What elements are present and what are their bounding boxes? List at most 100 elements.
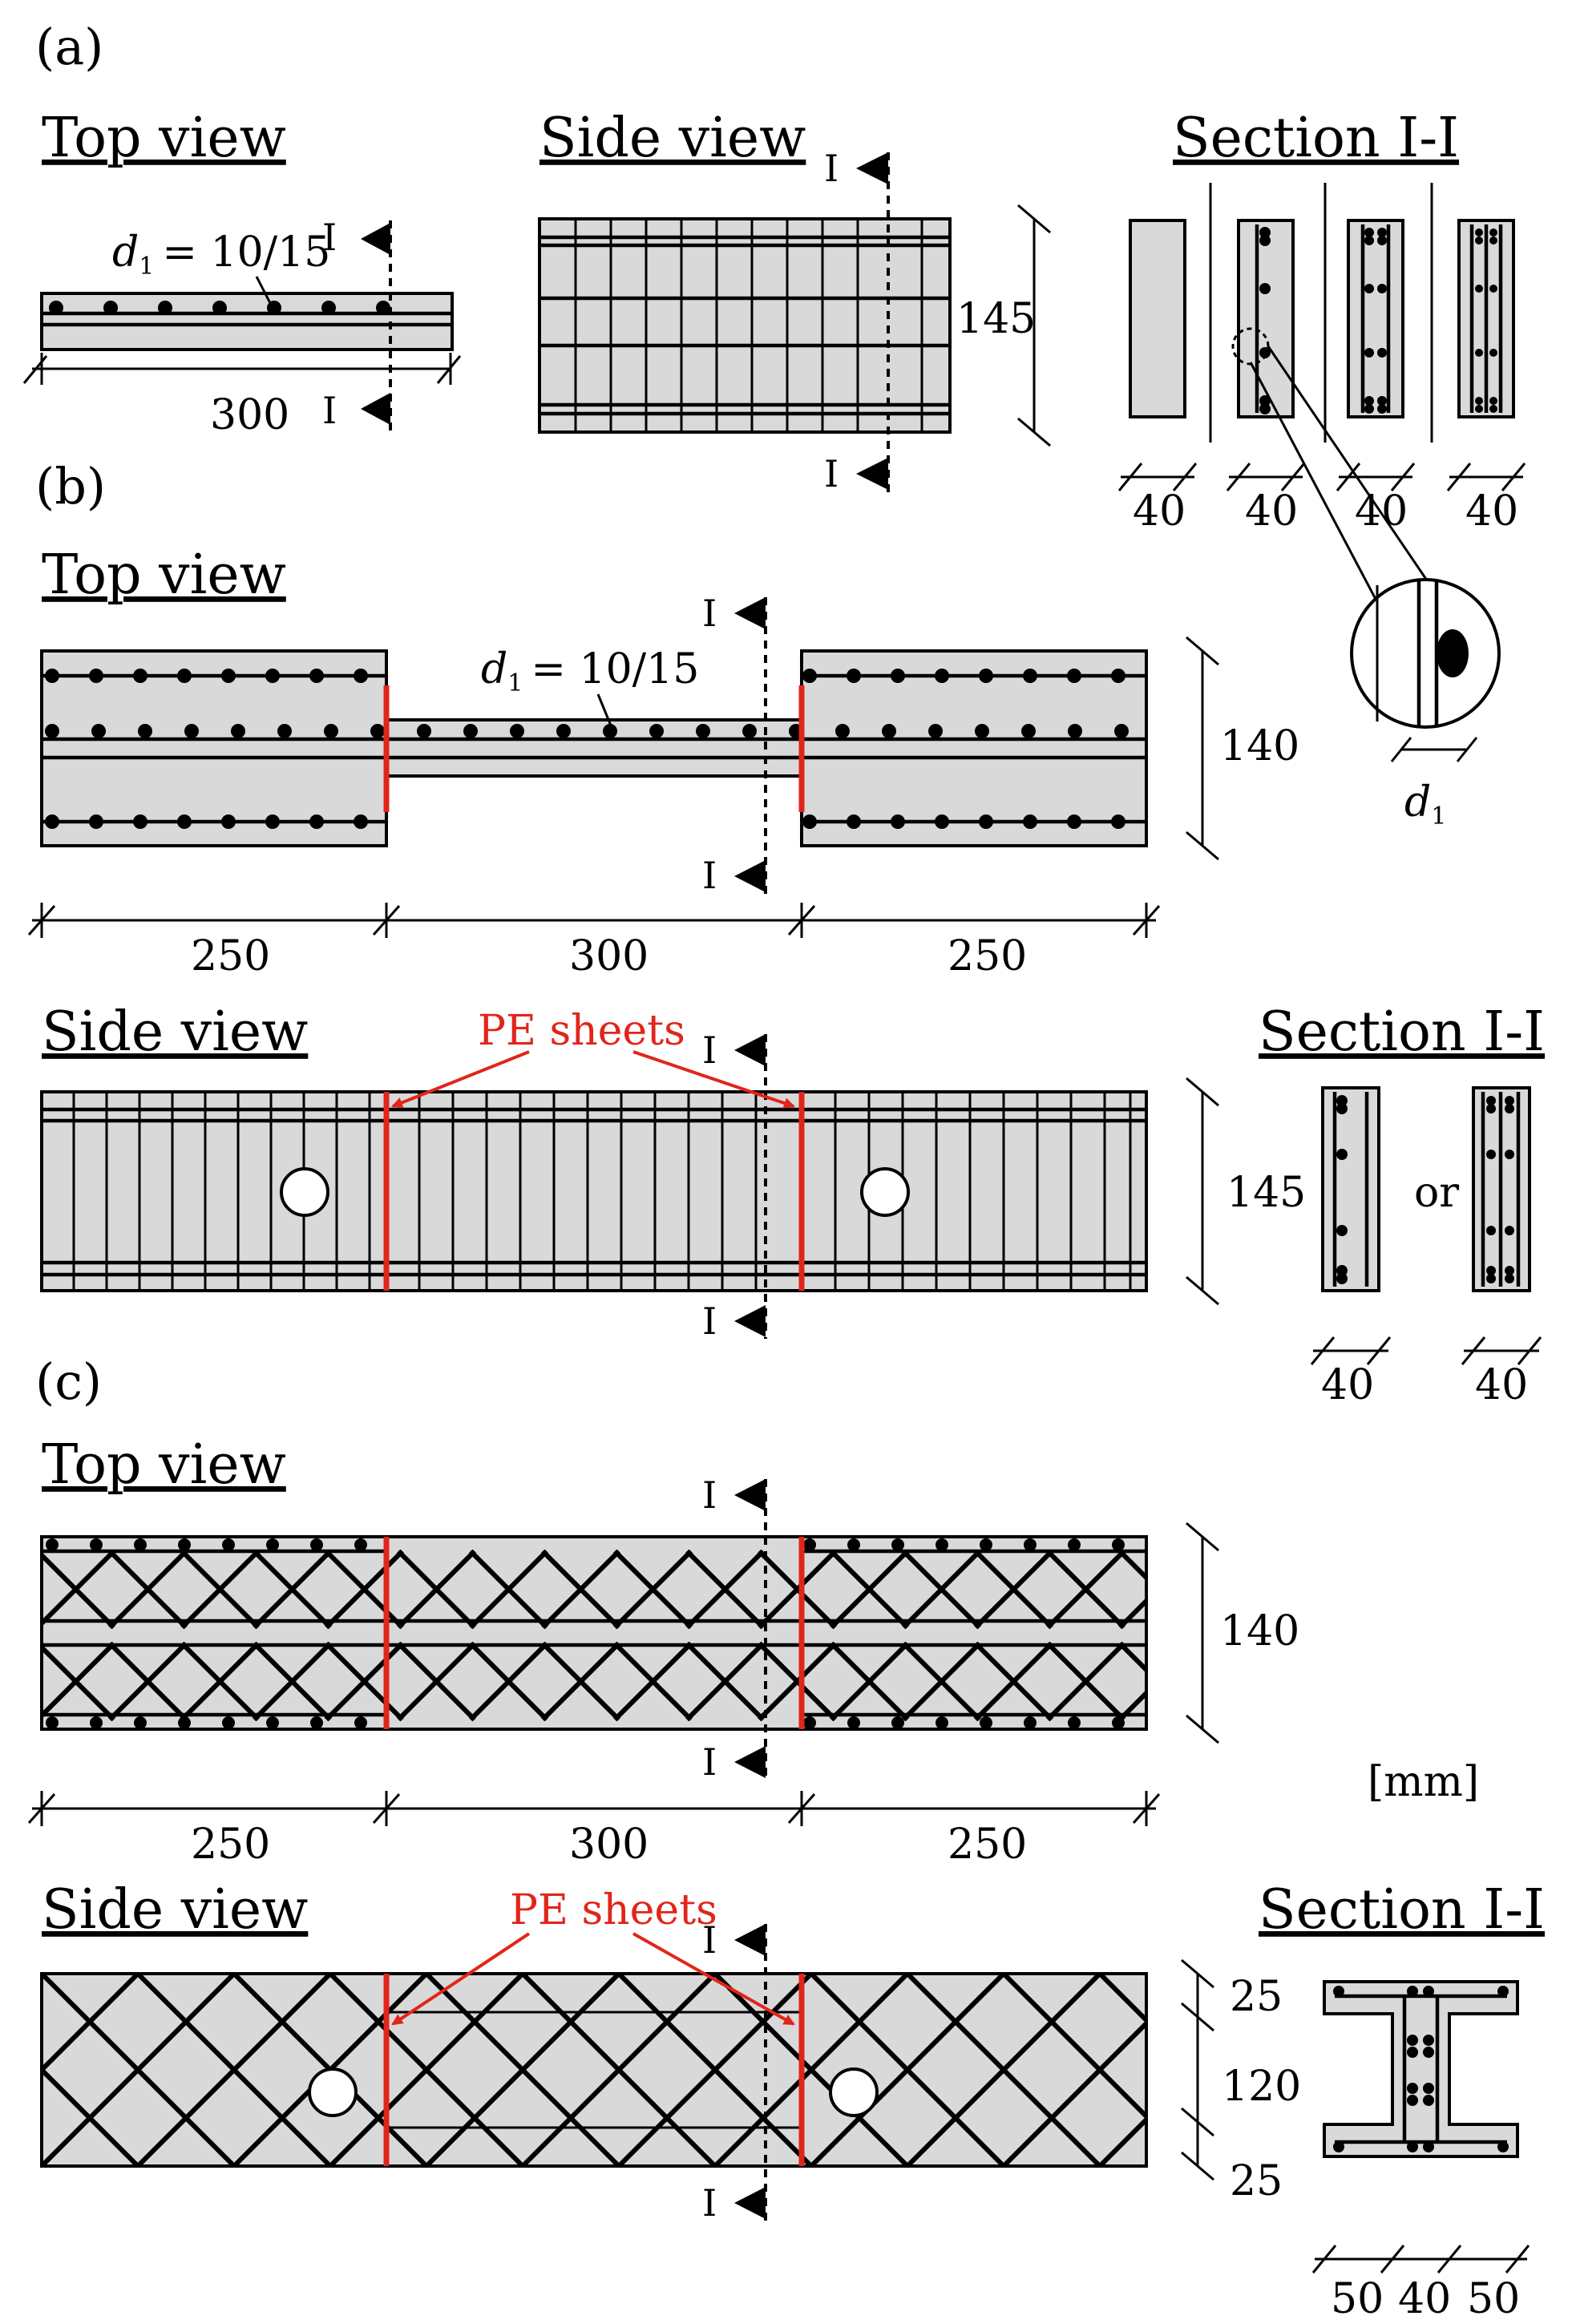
fibre-bar xyxy=(1117,1597,1146,1630)
side-view-a: I I xyxy=(538,147,1051,495)
svg-text:I: I xyxy=(322,389,337,432)
top-view-a xyxy=(22,292,462,385)
fibre-bar xyxy=(829,1641,910,1722)
svg-text:I: I xyxy=(824,452,839,495)
section-bar-dot xyxy=(1489,236,1497,245)
section-bar-dot xyxy=(1407,1986,1418,1997)
side-view-b: I I xyxy=(40,1029,1219,1343)
rebar-dot xyxy=(1023,669,1037,683)
svg-text:I: I xyxy=(702,1740,717,1784)
rebar-dot xyxy=(45,669,59,683)
section-bar-dot xyxy=(1407,2035,1418,2046)
unit-label: [mm] xyxy=(1368,1758,1479,1806)
dimension-slash xyxy=(1280,463,1306,491)
section-bar-dot xyxy=(1377,404,1387,414)
rebar-dot xyxy=(177,669,192,683)
svg-text:I: I xyxy=(322,216,337,259)
panel-label-a: (a) xyxy=(35,18,103,76)
rebar-dot xyxy=(979,669,993,683)
fibre-bar xyxy=(685,1641,766,1722)
dimension-slash xyxy=(787,905,816,936)
rebar-dot xyxy=(1067,669,1081,683)
section-bar-dot xyxy=(1259,283,1271,294)
section-bar-dot xyxy=(1489,405,1497,413)
rebar-dot xyxy=(1111,669,1125,683)
fibre-bar xyxy=(616,1974,814,2166)
section-bar-dot xyxy=(1489,228,1497,236)
fibre-bar xyxy=(1117,1641,1146,1674)
svg-text:I: I xyxy=(702,1029,717,1072)
section-bar-dot xyxy=(1505,1104,1514,1113)
section-bar-dot xyxy=(1407,2083,1418,2094)
dim-sec-a-4: 40 xyxy=(1465,487,1518,536)
rebar-dot xyxy=(222,1716,235,1729)
rebar-dot xyxy=(133,669,148,683)
rebar-dot xyxy=(91,724,106,738)
rebar-dot xyxy=(1024,1716,1037,1729)
dimension-slash xyxy=(1311,2245,1337,2273)
rebar-dot xyxy=(1023,814,1037,829)
dimension-slash xyxy=(1517,1336,1542,1365)
fibre-bar xyxy=(901,1549,982,1630)
dimension-slash xyxy=(1505,2245,1530,2273)
rebar-dot xyxy=(309,814,324,829)
dimension-slash xyxy=(1310,1336,1336,1365)
rebar-dot xyxy=(891,814,905,829)
fibre-bar xyxy=(396,1549,477,1630)
section-bar-dot xyxy=(1336,1149,1348,1160)
heading-section-a: Section I-I xyxy=(1173,107,1459,170)
section-bar-dot xyxy=(1364,404,1374,414)
fibre-bar xyxy=(42,1716,44,1720)
pe-sheets-label-c: PE sheets xyxy=(510,1886,717,1934)
side-view-c: I I xyxy=(40,1918,1214,2225)
rebar-dot xyxy=(324,724,338,738)
rebar-dot xyxy=(178,1716,191,1729)
rebar-dot xyxy=(89,814,103,829)
svg-text:d1: d1 xyxy=(1404,778,1446,831)
section-bar-dot xyxy=(1423,2141,1434,2152)
section-bar-dot xyxy=(1497,1986,1509,1997)
rebar-dot xyxy=(847,814,861,829)
dim-sec-a-2: 40 xyxy=(1245,487,1298,536)
section-bar-dot xyxy=(1336,1095,1348,1106)
rebar-dot xyxy=(803,1538,816,1551)
svg-text:I: I xyxy=(702,592,717,635)
dim-sec-a-3: 40 xyxy=(1355,487,1408,536)
fibre-bar xyxy=(1045,1549,1126,1630)
dim-flange-top-c: 25 xyxy=(1230,1973,1283,2021)
section-bar-dot xyxy=(1475,236,1483,245)
fibre-bar xyxy=(713,1974,910,2166)
section-bar-dot xyxy=(1336,1265,1348,1276)
svg-text:d1= 10/15: d1= 10/15 xyxy=(481,645,699,697)
dim-width-b: 140 xyxy=(1220,722,1299,770)
fibre-bar xyxy=(252,1549,333,1630)
section-bar-dot xyxy=(1505,1096,1514,1105)
section-bar-dot xyxy=(1423,2095,1434,2106)
fibre-bar xyxy=(135,1974,333,2166)
rebar-dot xyxy=(309,669,324,683)
heading-side-view-c: Side view xyxy=(42,1878,308,1942)
section-bar-dot xyxy=(1423,2035,1434,2046)
fibre-bar xyxy=(809,1974,1006,2166)
fibre-bar xyxy=(612,1641,693,1722)
dim-height-b: 145 xyxy=(1226,1169,1306,1217)
rebar-dot xyxy=(802,669,817,683)
section-bar-dot xyxy=(1259,395,1271,406)
fibre-bar xyxy=(42,1623,44,1627)
section-bar-dot xyxy=(1505,1274,1514,1283)
rebar-dot xyxy=(354,814,368,829)
section-bar-dot xyxy=(1364,284,1374,293)
fibre-bar xyxy=(540,1641,621,1722)
section-b-variants xyxy=(1321,1086,1531,1292)
section-bar-dot xyxy=(1377,284,1387,293)
dim-sec-b-1: 40 xyxy=(1321,1361,1374,1409)
fibre-bar xyxy=(424,1974,621,2166)
section-bar-dot xyxy=(1423,2047,1434,2058)
dimension-slash xyxy=(1501,463,1526,491)
section-bar-dot xyxy=(1364,348,1374,358)
fibre-bar xyxy=(468,1641,549,1722)
rebar-dot xyxy=(212,301,227,315)
fibre-bar xyxy=(107,1641,188,1722)
fibre-bar xyxy=(42,1551,44,1555)
